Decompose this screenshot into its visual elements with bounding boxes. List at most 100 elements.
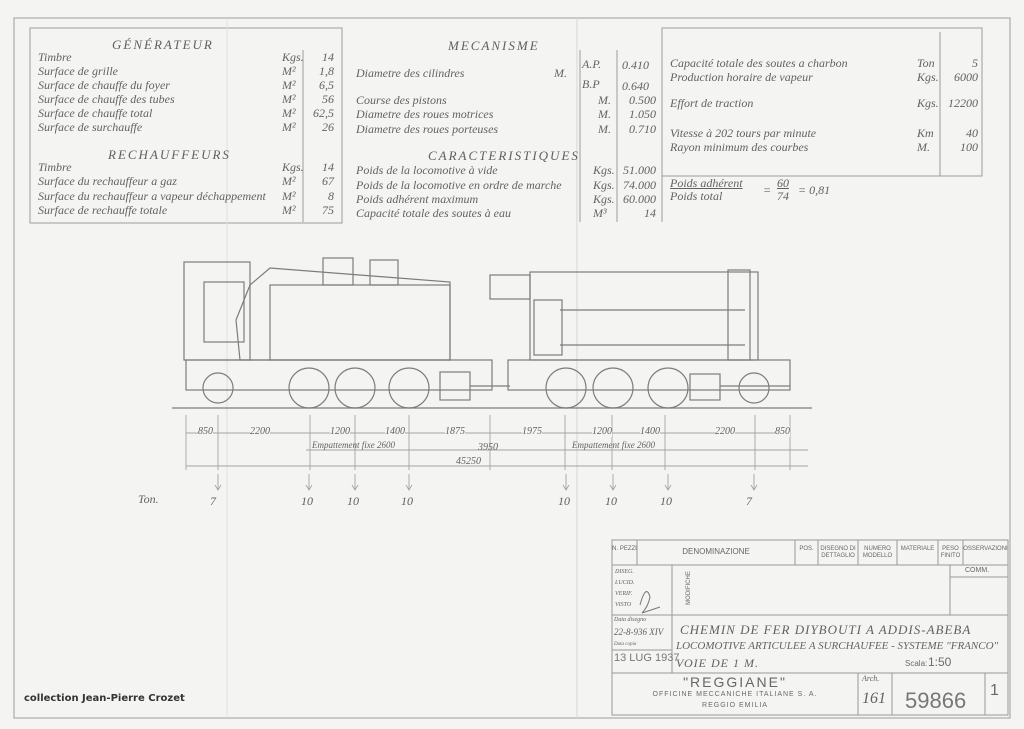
dimension-segment: 2200: [715, 426, 735, 437]
ratio-num: 60: [777, 176, 789, 190]
row-value: 56: [322, 92, 334, 106]
signature-label: LUCID.: [615, 580, 635, 586]
row-label: Surface du rechauffeur a vapeur déchappe…: [38, 189, 266, 203]
dimension-total: 45250: [456, 456, 481, 467]
axle-load-value: 10: [558, 494, 570, 508]
row-value: 12200: [948, 96, 978, 110]
row-label: Surface de chauffe du foyer: [38, 78, 170, 92]
row-label: Surface de chauffe des tubes: [38, 92, 175, 106]
dimension-lines: [185, 415, 808, 491]
row-unit: M.: [917, 140, 930, 154]
dimension-middle: 3950: [478, 442, 498, 453]
wheel: [202, 372, 234, 404]
row-value: 8: [328, 189, 334, 203]
steam-dome: [322, 257, 354, 286]
row-unit: M²: [282, 78, 296, 92]
signature-mark: [639, 591, 661, 614]
ratio-eq: =: [763, 183, 772, 197]
load-arrow: [305, 474, 313, 491]
load-arrow: [664, 474, 672, 491]
wheel: [288, 367, 330, 409]
locomotive-elevation: [172, 257, 812, 409]
row-value: 60.000: [623, 192, 656, 206]
cylinder-label: Diametre des cilindres: [356, 66, 465, 80]
axle-load-value: 7: [210, 494, 216, 508]
row-unit: Km: [917, 126, 934, 140]
load-arrow: [562, 474, 570, 491]
row-unit: M³: [593, 206, 607, 220]
row-label: Surface de rechauffe totale: [38, 203, 168, 217]
cab: [183, 261, 251, 361]
dimension-segment: 850: [775, 426, 790, 437]
dimension-segment: 1875: [445, 426, 465, 437]
sand-dome: [369, 259, 399, 286]
company-sub-2: REGGIO EMILIA: [702, 702, 768, 709]
row-value: 100: [960, 140, 978, 154]
ap-value: 0.410: [622, 58, 649, 72]
title-line-1: CHEMIN DE FER DIYBOUTI A ADDIS-ABEBA: [680, 622, 972, 637]
date-value: 22-8-936 XIV: [614, 627, 664, 637]
scale-value: 1:50: [928, 655, 952, 669]
date-label: Data disegno: [614, 617, 647, 623]
row-value: 26: [322, 120, 334, 134]
row-label: Surface de grille: [38, 64, 118, 78]
row-value: 0.710: [629, 122, 656, 136]
mecanisme-heading: MECANISME: [448, 38, 540, 53]
title-block-header: NUMERO MODELLO: [862, 546, 893, 559]
title-block-header: DENOMINAZIONE: [682, 547, 750, 556]
signature-label: DISEG.: [615, 569, 634, 575]
row-value: 1.050: [629, 107, 656, 121]
axle-load-value: 10: [347, 494, 359, 508]
dimension-segment: 850: [198, 426, 213, 437]
row-unit: M²: [282, 92, 296, 106]
title-block-header: POS.: [799, 546, 814, 552]
title-block-grid: [611, 539, 1009, 716]
dimension-segment: 1975: [522, 426, 542, 437]
wheel: [334, 367, 376, 409]
row-value: 62,5: [313, 106, 334, 120]
title-block-header: OSSERVAZIONI: [963, 546, 1008, 552]
row-label: Capacité totale des soutes a charbon: [670, 56, 848, 70]
dimension-segment: 1400: [640, 426, 660, 437]
row-label: Timbre: [38, 50, 72, 64]
row-label: Production horaire de vapeur: [670, 70, 813, 84]
row-label: Diametre des roues porteuses: [356, 122, 499, 136]
row-unit: M.: [598, 122, 611, 136]
bp-value: 0.640: [622, 79, 649, 93]
row-value: 14: [322, 160, 334, 174]
dimension-segment: 1400: [385, 426, 405, 437]
axle-load-value: 10: [301, 494, 313, 508]
title-line-3: VOIE DE 1 M.: [676, 656, 759, 670]
arch-value: 161: [862, 690, 886, 707]
row-label: Effort de traction: [670, 96, 754, 110]
title-block-header: DISEGNO DI DETTAGLIO: [820, 546, 856, 559]
axle-load-value: 10: [660, 494, 672, 508]
row-label: Rayon minimum des courbes: [670, 140, 809, 154]
title-block-header: MATERIALE: [900, 546, 935, 552]
wheel: [545, 367, 587, 409]
empattement-rear: Empattement fixe 2600: [572, 440, 655, 450]
row-value: 0.500: [629, 93, 656, 107]
comm-label: COMM.: [965, 567, 990, 574]
row-value: 1,8: [319, 64, 334, 78]
row-unit: M.: [598, 107, 611, 121]
generateur-table-frame: [29, 27, 343, 224]
dimension-segment: 1200: [330, 426, 350, 437]
row-unit: Kgs.: [282, 50, 304, 64]
row-value: 6,5: [319, 78, 334, 92]
row-unit: M²: [282, 106, 296, 120]
row-label: Surface de chauffe total: [38, 106, 153, 120]
row-label: Surface de surchauffe: [38, 120, 143, 134]
ratio-num-label: Poids adhérent: [670, 176, 743, 190]
ap-label: A.P.: [582, 57, 602, 71]
generateur-heading: GÉNÉRATEUR: [112, 37, 214, 52]
sheet-border: [13, 17, 1011, 719]
dimension-segment: 2200: [250, 426, 270, 437]
row-value: 14: [644, 206, 656, 220]
row-label: Poids de la locomotive à vide: [356, 163, 498, 177]
row-value: 67: [322, 174, 334, 188]
wheel: [738, 372, 770, 404]
caracteristiques-heading: CARACTERISTIQUES: [428, 148, 580, 163]
axle-load-label: Ton.: [138, 492, 159, 506]
